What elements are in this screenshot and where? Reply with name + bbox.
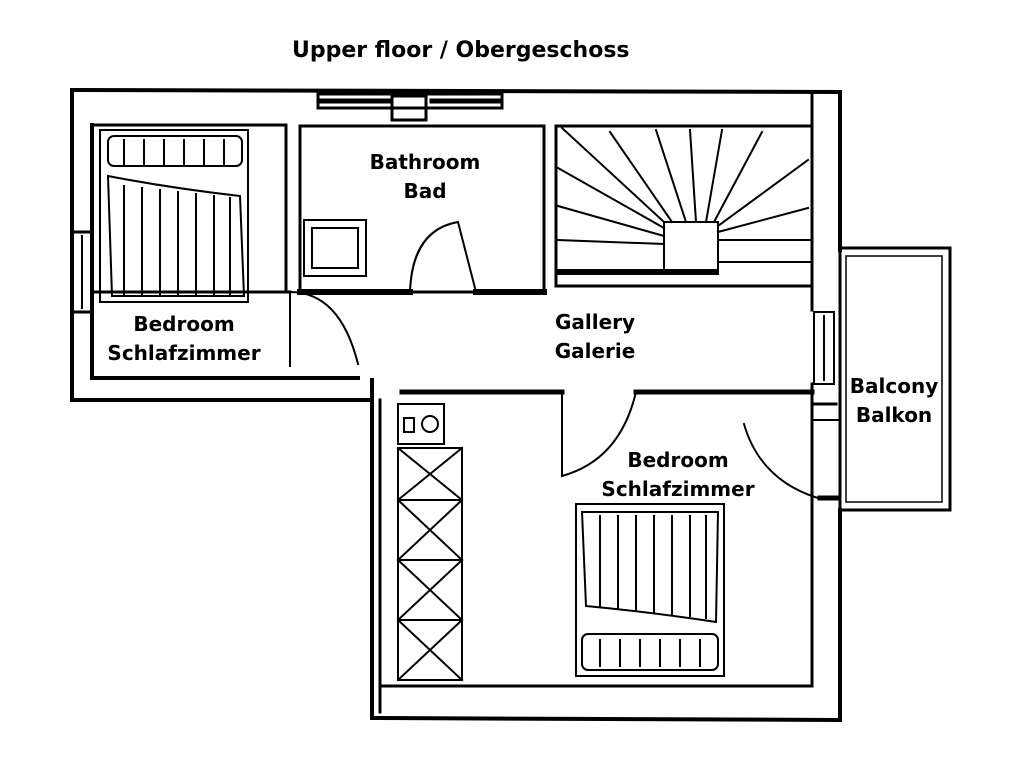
room-name-en: Bedroom xyxy=(627,448,729,472)
washbasin xyxy=(303,219,367,277)
room-name-en: Gallery xyxy=(554,310,636,334)
room-name-en: Balcony xyxy=(849,374,939,398)
room-name-de: Schlafzimmer xyxy=(107,341,261,365)
room-label-balcony: Balcony Balkon xyxy=(840,372,948,430)
bed-left xyxy=(99,129,249,303)
top-window xyxy=(316,92,504,122)
plan-title: Upper floor / Obergeschoss xyxy=(292,38,630,63)
room-name-de: Galerie xyxy=(554,339,636,363)
room-name-en: Bathroom xyxy=(369,150,481,174)
staircase xyxy=(555,126,811,275)
room-name-en: Bedroom xyxy=(133,312,235,336)
balcony-window xyxy=(813,311,835,385)
left-window xyxy=(70,230,94,314)
room-name-de: Balkon xyxy=(855,403,933,427)
bed-right xyxy=(575,503,725,677)
outer-walls xyxy=(69,87,842,723)
room-name-de: Bad xyxy=(403,179,447,203)
balcony-outline xyxy=(811,246,952,512)
room-label-bathroom: Bathroom Bad xyxy=(350,148,500,206)
room-label-bedroom-right: Bedroom Schlafzimmer xyxy=(588,446,768,504)
kitchenette xyxy=(396,403,464,682)
doors xyxy=(289,220,839,501)
room-name-de: Schlafzimmer xyxy=(601,477,755,501)
room-label-bedroom-left: Bedroom Schlafzimmer xyxy=(94,310,274,368)
room-label-gallery: Gallery Galerie xyxy=(530,308,660,366)
